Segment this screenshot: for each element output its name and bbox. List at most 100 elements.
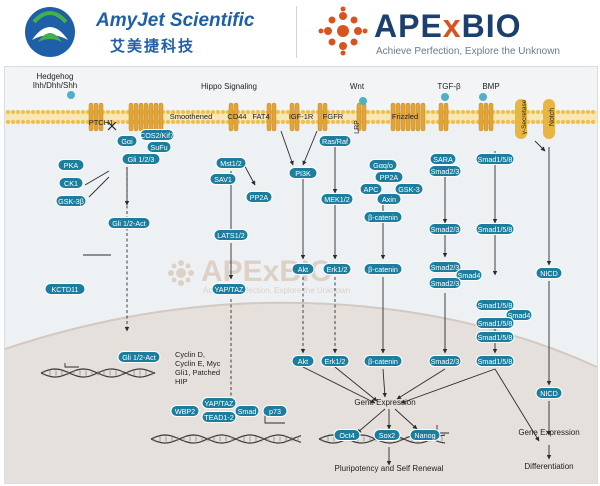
igf1r-receptor bbox=[289, 102, 300, 132]
node-label-smad23b: Smad2/3 bbox=[431, 225, 460, 234]
notch-receptor bbox=[543, 99, 555, 139]
node-ck1: CK1 bbox=[58, 177, 84, 189]
node-label-akt_n: Akt bbox=[298, 357, 308, 366]
node-gaq: Gαq/o bbox=[368, 159, 398, 171]
dna-gli bbox=[40, 368, 156, 378]
node-label-smad158n: Smad1/5/8 bbox=[478, 357, 513, 366]
edge-smad158-ge2 bbox=[494, 368, 540, 442]
node-smad23b: Smad2/3 bbox=[428, 223, 462, 235]
label-differentiation: Differentiation bbox=[524, 462, 573, 471]
node-nanog: Nanog bbox=[409, 429, 441, 441]
node-label-gsk3b: GSK-3β bbox=[58, 197, 84, 206]
node-label-yaptaz_n: YAP/TAZ bbox=[205, 399, 234, 408]
node-label-smad23n: Smad2/3 bbox=[431, 357, 460, 366]
node-smad4a: Smad4 bbox=[455, 269, 483, 281]
node-erk12_n: Erk1/2 bbox=[320, 355, 350, 367]
node-label-mek12: MEK1/2 bbox=[324, 195, 350, 204]
node-smad23d: Smad2/3 bbox=[428, 277, 462, 289]
ptch1-receptor bbox=[88, 102, 104, 132]
cd44-receptor bbox=[228, 102, 239, 132]
label-fgfr: FGFR bbox=[323, 112, 344, 121]
node-label-akt: Akt bbox=[298, 265, 308, 274]
node-label-pp2a_h: PP2A bbox=[250, 193, 269, 202]
apex-b: BIO bbox=[461, 8, 522, 44]
node-smad158b: Smad1/5/8 bbox=[475, 223, 515, 235]
node-label-nanog: Nanog bbox=[414, 431, 435, 440]
label-notch: Notch bbox=[549, 108, 556, 126]
label-hippo: Hippo Signaling bbox=[201, 82, 257, 91]
node-label-nicd_n: NICD bbox=[540, 389, 558, 398]
node-label-cos2: COS2/Kif7 bbox=[140, 131, 174, 140]
header-divider bbox=[296, 6, 297, 58]
fgfr-receptor bbox=[317, 102, 328, 132]
node-label-smad158d: Smad1/5/8 bbox=[478, 319, 513, 328]
bmp-receptor bbox=[478, 102, 494, 132]
node-label-apc: APC bbox=[364, 185, 379, 194]
edge-ge-oct4 bbox=[356, 408, 386, 434]
node-label-pi3k: PI3K bbox=[295, 169, 311, 178]
node-label-nicd: NICD bbox=[540, 269, 558, 278]
header: AmyJet Scientific 艾美捷科技 APExBIO Achieve … bbox=[0, 0, 600, 64]
node-label-sara: SARA bbox=[433, 155, 453, 164]
watermark-tagline: Achieve Perfection, Explore the Unknown bbox=[203, 286, 350, 295]
node-label-erk12_n: Erk1/2 bbox=[325, 357, 346, 366]
label-hedgehog-ligands: Ihh/Dhh/Shh bbox=[33, 81, 77, 90]
node-gai: Gαi bbox=[116, 135, 138, 147]
gli-target-1: Cyclin E, Myc bbox=[175, 359, 221, 368]
label-gene-expression-1: Gene Expression bbox=[354, 398, 415, 407]
label-tgfb: TGF-β bbox=[437, 82, 461, 91]
edge-layer bbox=[64, 130, 552, 466]
node-yaptaz_n: YAP/TAZ bbox=[201, 397, 237, 409]
node-label-pka: PKA bbox=[64, 161, 79, 170]
label-fat4: FAT4 bbox=[252, 112, 269, 121]
edge-bcat-ge bbox=[382, 368, 387, 398]
label-wnt: Wnt bbox=[350, 82, 365, 91]
gsecretase-receptor bbox=[515, 99, 527, 139]
node-p73: p73 bbox=[262, 405, 288, 417]
label-lrp: LRP bbox=[354, 120, 361, 134]
node-label-kctd11: KCTD11 bbox=[51, 285, 78, 294]
node-gli12act: Gli 1/2-Act bbox=[107, 217, 151, 229]
node-label-bcat1: β-catenin bbox=[368, 213, 398, 222]
node-akt: Akt bbox=[291, 263, 315, 275]
node-akt_n: Akt bbox=[291, 355, 315, 367]
node-label-gaq: Gαq/o bbox=[373, 161, 393, 170]
ligand-2 bbox=[441, 93, 449, 101]
node-label-bcat2: β-catenin bbox=[368, 265, 398, 274]
gli-target-3: HIP bbox=[175, 377, 188, 386]
node-smad158n: Smad1/5/8 bbox=[475, 355, 515, 367]
node-label-ck1: CK1 bbox=[64, 179, 78, 188]
node-smad158a: Smad1/5/8 bbox=[475, 153, 515, 165]
membrane-layer bbox=[5, 91, 597, 139]
gli-target-0: Cyclin D, bbox=[175, 350, 205, 359]
node-label-smad23a: Smad2/3 bbox=[431, 167, 460, 176]
label-gene-expression-2: Gene Expression bbox=[518, 428, 579, 437]
node-smad158e: Smad1/5/8 bbox=[475, 331, 515, 343]
ligand-3 bbox=[479, 93, 487, 101]
node-label-rasraf: Ras/Raf bbox=[322, 137, 348, 146]
node-smad_n: Smad bbox=[234, 405, 260, 417]
node-gsk3: GSK-3 bbox=[394, 183, 424, 195]
apexbio-brand-name: APExBIO bbox=[374, 8, 521, 45]
edge-akt-ge bbox=[302, 366, 376, 404]
edge-gli-gene bbox=[64, 363, 79, 368]
node-bcat3: β-catenin bbox=[363, 355, 403, 367]
node-pka: PKA bbox=[57, 159, 85, 171]
amyjet-logo-icon bbox=[25, 7, 75, 57]
node-sara: SARA bbox=[429, 153, 457, 165]
smoothened-receptor bbox=[128, 102, 164, 132]
edge-ge-nanog bbox=[394, 408, 418, 430]
edge-igf-pi3k bbox=[280, 130, 294, 166]
node-sav1: SAV1 bbox=[209, 173, 237, 185]
apex-x: x bbox=[442, 8, 462, 44]
edge-smad158-ge bbox=[400, 368, 496, 404]
apex-a: APE bbox=[374, 8, 443, 44]
node-gli123: Gli 1/2/3 bbox=[121, 153, 161, 165]
node-label-smad4a: Smad4 bbox=[458, 271, 481, 280]
node-mek12: MEK1/2 bbox=[320, 193, 354, 205]
node-nicd_n: NICD bbox=[535, 387, 563, 399]
label-igf1r: IGF-1R bbox=[289, 112, 314, 121]
edge-smad-ge bbox=[396, 368, 446, 400]
